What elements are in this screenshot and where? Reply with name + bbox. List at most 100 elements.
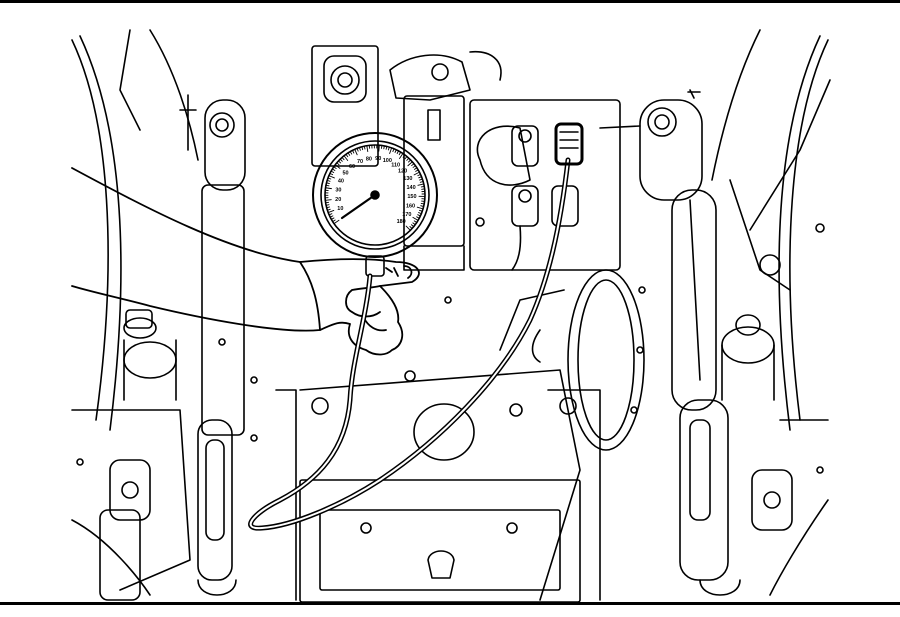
- gauge-tick: [333, 166, 337, 169]
- gauge-tick: [413, 220, 418, 224]
- right-fender: [711, 29, 829, 596]
- gauge-tick: [326, 182, 330, 184]
- coupler-block: [469, 99, 621, 271]
- gauge-tick: [407, 161, 413, 167]
- gauge-tick: [326, 208, 331, 211]
- gauge-tick: [331, 168, 336, 171]
- gauge-tick: [337, 160, 342, 164]
- gauge-tick: [415, 169, 419, 172]
- gauge-tick: [413, 171, 420, 176]
- gauge-tick: [347, 152, 351, 156]
- gauge-scale-label: 80: [366, 157, 372, 163]
- gauge-tick: [366, 145, 369, 153]
- gauge-tick: [330, 170, 335, 173]
- gauge-tick: [420, 205, 425, 207]
- gauge-tick: [418, 212, 422, 215]
- gauge-scale-label: 10: [337, 206, 343, 212]
- gauge-tick: [326, 179, 331, 182]
- gauge-tick: [394, 149, 397, 153]
- gauge-scale-label: 140: [406, 185, 415, 191]
- upper-bracket: [311, 45, 502, 271]
- left-lift-link: [99, 94, 246, 601]
- gauge-tick: [363, 145, 366, 150]
- gauge-tick: [419, 178, 423, 181]
- gauge-scale-label: 30: [335, 188, 341, 194]
- gauge-scale-label: 170: [402, 212, 411, 218]
- bolts: [76, 223, 825, 474]
- gauge-tick: [341, 156, 345, 161]
- gauge-tick: [378, 144, 380, 152]
- gauge-tick: [385, 145, 388, 150]
- gauge-tick: [383, 145, 385, 150]
- left-cylinder: [123, 309, 226, 401]
- gauge-tick: [412, 222, 416, 226]
- gauge-tick: [361, 146, 364, 151]
- gauge-tick: [405, 225, 411, 231]
- gauge-tick: [324, 199, 332, 201]
- gauge-tick: [356, 147, 359, 152]
- gauge-tick: [411, 163, 415, 167]
- right-stabiliser: [721, 79, 831, 531]
- gauge-scale-label: 50: [342, 171, 348, 177]
- gauge-tick: [329, 215, 334, 218]
- gauge-tick: [326, 206, 331, 209]
- gauge-hose: [248, 122, 584, 531]
- gauge-tick: [419, 181, 424, 183]
- gauge-tick: [420, 202, 425, 205]
- gauge-tick: [404, 156, 408, 160]
- gauge-tick: [325, 187, 332, 190]
- gauge-tick: [396, 150, 400, 154]
- pressure-gauge: [312, 132, 438, 277]
- gauge-tick: [402, 154, 406, 158]
- gauge-tick: [410, 224, 415, 228]
- gauge-tick: [336, 162, 340, 166]
- gauge-tick: [412, 216, 419, 221]
- gauge-tick: [327, 209, 335, 214]
- gauge-tick: [406, 157, 410, 161]
- gauge-scale-label: 100: [383, 158, 392, 164]
- gauge-tick: [329, 172, 334, 176]
- gauge-scale-label: 90: [375, 156, 381, 162]
- gauge-scale-label: 150: [407, 194, 416, 200]
- gauge-tick: [398, 151, 402, 156]
- gauge-tick: [387, 146, 390, 151]
- gauge-tick: [417, 214, 421, 217]
- gauge-tick: [334, 164, 341, 169]
- gauge-tick: [325, 204, 330, 206]
- gauge-tick: [399, 153, 404, 159]
- bottom-rule: [0, 602, 900, 605]
- left-fender: [71, 29, 199, 596]
- gauge-tick: [359, 147, 361, 151]
- gauge-tick: [412, 165, 416, 168]
- gauge-tick: [392, 148, 395, 152]
- gauge-tick: [333, 219, 340, 225]
- gauge-tick: [332, 219, 336, 223]
- top-rule: [0, 0, 900, 3]
- gauge-tick: [328, 175, 335, 179]
- gauge-tick: [417, 183, 425, 186]
- gauge-tick: [418, 176, 422, 179]
- gauge-tick: [327, 177, 332, 180]
- gauge-tick: [409, 226, 413, 229]
- gauge-scale-label: 70: [357, 159, 363, 165]
- gauge-tick: [417, 173, 422, 177]
- right-upper-link: [599, 89, 741, 596]
- hand: [71, 167, 420, 356]
- gauge-tick: [354, 148, 358, 156]
- gauge-scale-label: 110: [391, 162, 400, 168]
- gauge-tick: [416, 206, 424, 210]
- gauge-tick: [325, 184, 330, 187]
- gauge-tick: [408, 159, 412, 163]
- gauge-scale-label: 180: [397, 219, 406, 225]
- gauge-tick: [352, 149, 355, 154]
- gauge-tick: [389, 147, 393, 154]
- gauge-tick: [413, 167, 418, 170]
- gauge-scale-label: 130: [403, 176, 412, 182]
- gauge-tick: [420, 185, 425, 188]
- gauge-scale-label: 40: [338, 179, 344, 185]
- gauge-tick: [416, 216, 420, 219]
- gauge-scale-label: 160: [406, 203, 415, 209]
